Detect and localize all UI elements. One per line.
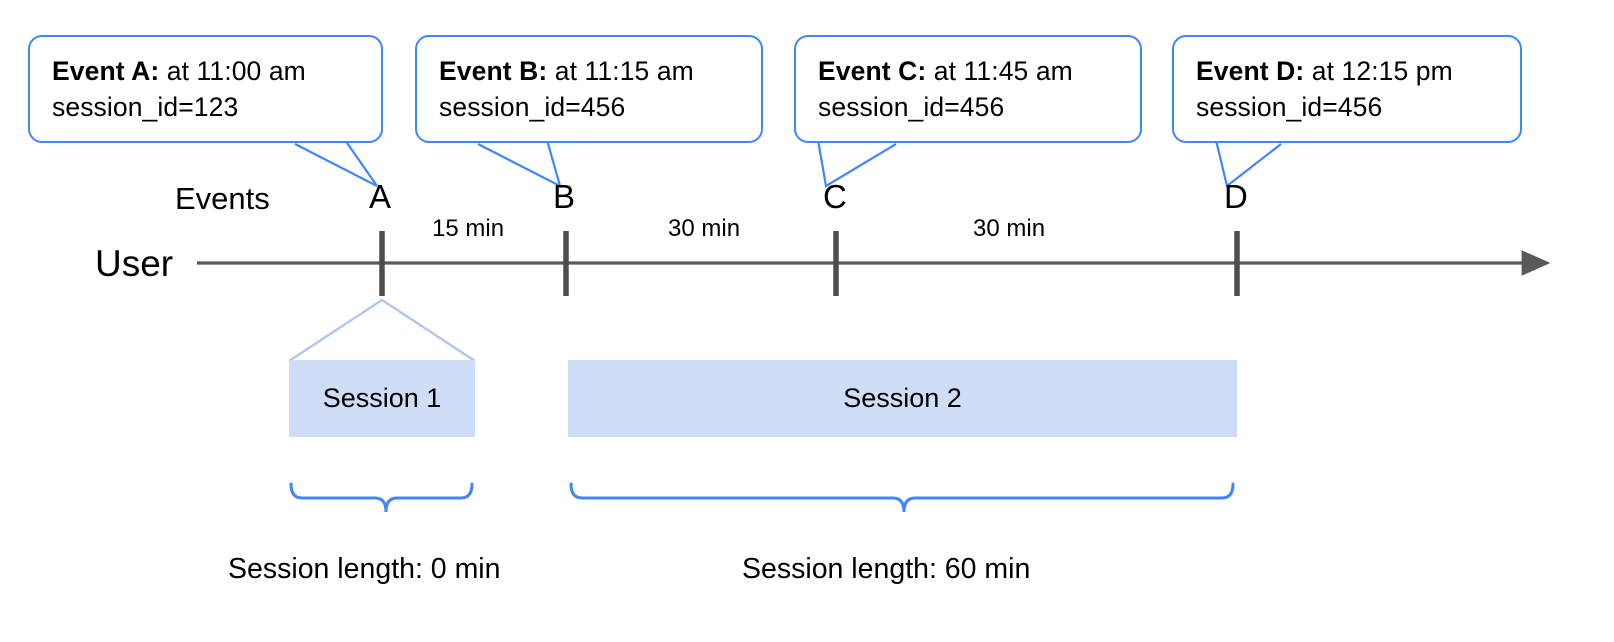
callout-a-bold: Event A: <box>52 56 160 86</box>
event-letter-a: A <box>369 178 392 215</box>
session-1-length-label: Session length: 0 min <box>228 553 501 585</box>
callout-b-bold: Event B: <box>439 56 548 86</box>
callout-d-text: Event D: at 12:15 pm session_id=456 <box>1196 53 1508 125</box>
callout-tail-c <box>816 139 897 188</box>
session-bar-1-label: Session 1 <box>322 383 442 413</box>
callout-b-text: Event B: at 11:15 am session_id=456 <box>439 53 749 125</box>
callout-event-c[interactable]: Event C: at 11:45 am session_id=456 <box>794 35 1142 143</box>
callout-d-rest: at 12:15 pm <box>1304 56 1453 86</box>
session-bar-1[interactable]: Session 1 <box>289 360 475 437</box>
callout-c-bold: Event C: <box>818 56 927 86</box>
callout-a-text: Event A: at 11:00 am session_id=123 <box>52 53 369 125</box>
callout-a-session: session_id=123 <box>52 92 239 122</box>
callout-tail-a <box>294 139 378 187</box>
session1-tent-connector <box>288 298 476 363</box>
event-letter-b: B <box>553 178 576 215</box>
session2-brace <box>569 482 1235 513</box>
event-letter-c: C <box>823 178 847 215</box>
callout-d-session: session_id=456 <box>1196 92 1383 122</box>
callout-d-bold: Event D: <box>1196 56 1305 86</box>
callout-event-b[interactable]: Event B: at 11:15 am session_id=456 <box>415 35 763 143</box>
callout-event-a[interactable]: Event A: at 11:00 am session_id=123 <box>28 35 383 143</box>
session1-brace <box>289 482 474 513</box>
callout-c-rest: at 11:45 am <box>926 56 1073 86</box>
user-row-label: User <box>95 243 174 284</box>
callout-tail-b <box>477 139 562 189</box>
callout-c-session: session_id=456 <box>818 92 1005 122</box>
callout-b-session: session_id=456 <box>439 92 626 122</box>
events-row-label: Events <box>175 181 270 216</box>
callout-event-d[interactable]: Event D: at 12:15 pm session_id=456 <box>1172 35 1522 143</box>
callout-c-text: Event C: at 11:45 am session_id=456 <box>818 53 1128 125</box>
event-letter-d: D <box>1224 178 1248 215</box>
callout-tail-d <box>1214 139 1282 188</box>
callout-b-rest: at 11:15 am <box>547 56 694 86</box>
gap-label-b-c: 30 min <box>668 215 741 242</box>
session-bar-2[interactable]: Session 2 <box>568 360 1237 437</box>
session-2-length-label: Session length: 60 min <box>742 553 1031 585</box>
session-bar-2-label: Session 2 <box>843 383 962 413</box>
gap-label-a-b: 15 min <box>432 215 505 242</box>
callout-a-rest: at 11:00 am <box>159 56 306 86</box>
gap-label-c-d: 30 min <box>973 215 1046 242</box>
